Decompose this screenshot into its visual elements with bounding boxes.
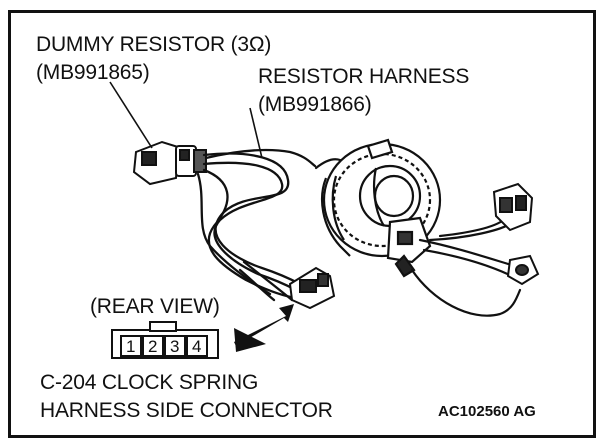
dummy-resistor <box>132 140 207 186</box>
view-arrow <box>234 304 294 352</box>
resistor-harness-wires <box>196 148 317 302</box>
connector-pin-4: 4 <box>192 337 202 356</box>
clock-spring <box>320 138 442 278</box>
harness-connector <box>288 266 336 310</box>
figure-code: AC102560 AG <box>438 403 536 420</box>
dummy-resistor-label: DUMMY RESISTOR (3Ω) <box>36 33 272 56</box>
connector-name-label: C-204 CLOCK SPRING <box>40 371 259 394</box>
leader-lines <box>109 81 263 159</box>
resistor-harness-part-number: (MB991866) <box>258 93 372 116</box>
connector-pin-3: 3 <box>170 337 180 356</box>
connector-description-label: HARNESS SIDE CONNECTOR <box>40 399 333 422</box>
dummy-resistor-part-number: (MB991865) <box>36 61 150 84</box>
rear-view-connector <box>111 321 219 359</box>
resistor-harness-label: RESISTOR HARNESS <box>258 65 470 88</box>
clock-spring-connector-right <box>492 182 540 286</box>
rear-view-label: (REAR VIEW) <box>90 295 220 318</box>
connector-pin-2: 2 <box>148 337 158 356</box>
connector-pin-1: 1 <box>126 337 136 356</box>
